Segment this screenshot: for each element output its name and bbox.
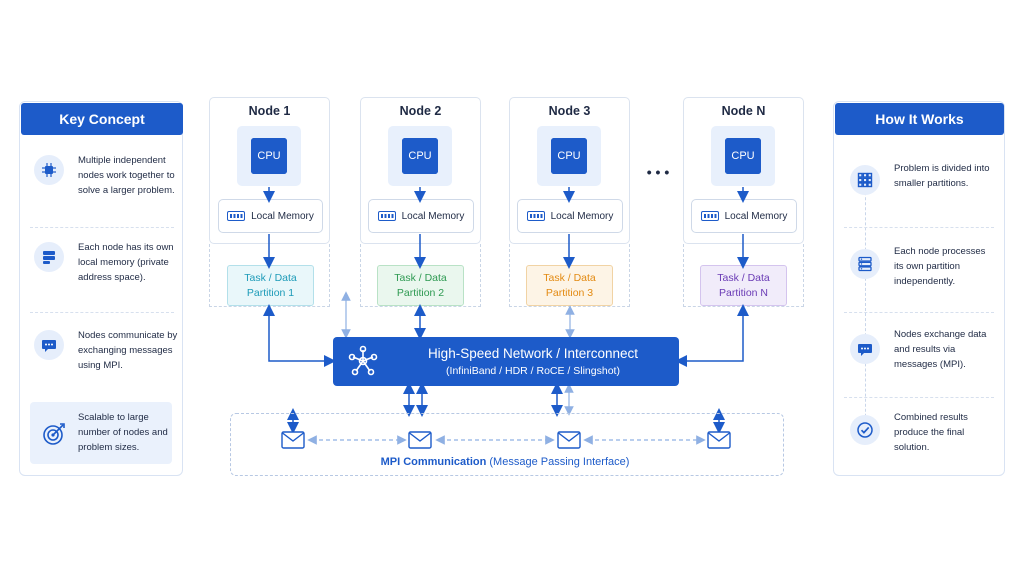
cpu-label: CPU	[408, 150, 432, 162]
cpu-chip-icon: CPU	[251, 138, 287, 174]
how-it-works-step-3: Nodes exchange data and results via mess…	[894, 329, 987, 370]
mpi-label-rest: (Message Passing Interface)	[486, 456, 630, 468]
node-n-local-memory: Local Memory	[691, 199, 797, 233]
divider	[30, 312, 174, 313]
cpu-label: CPU	[557, 150, 581, 162]
cpu-label: CPU	[731, 150, 755, 162]
key-concept-panel: Key Concept Multiple independent nodes w…	[19, 101, 183, 476]
node-3-partition: Task / Data Partition 3	[526, 265, 613, 306]
how-it-works-step-2: Each node processes its own partition in…	[894, 246, 986, 287]
node-1-title: Node 1	[248, 104, 291, 118]
mpi-communication-region	[230, 413, 784, 476]
partition-label: Task / Data Partition N	[717, 271, 770, 299]
chat-bubble-icon	[850, 334, 880, 364]
mpi-label: MPI Communication (Message Passing Inter…	[300, 456, 710, 468]
envelope-icon	[707, 431, 731, 454]
timeline-line	[865, 172, 866, 442]
network-subtitle: (InfiniBand / HDR / RoCE / Slingshot)	[446, 365, 620, 377]
cpu-chip-icon: CPU	[551, 138, 587, 174]
divider	[844, 397, 994, 398]
target-icon	[42, 422, 66, 446]
envelope-icon	[557, 431, 581, 454]
partition-label: Task / Data Partition 3	[543, 271, 596, 299]
partition-label: Task / Data Partition 2	[394, 271, 447, 299]
network-title: High-Speed Network / Interconnect	[427, 346, 639, 361]
node-n-title: Node N	[721, 104, 766, 118]
memory-label: Local Memory	[401, 210, 465, 222]
key-concept-item-1: Multiple independent nodes work together…	[78, 155, 175, 196]
node-2-title: Node 2	[399, 104, 442, 118]
mpi-label-bold: MPI Communication	[380, 456, 487, 468]
memory-icon	[227, 211, 246, 221]
memory-icon	[526, 211, 545, 221]
node-3-cpu: CPU	[537, 126, 601, 186]
node-2-local-memory: Local Memory	[368, 199, 474, 233]
how-it-works-title: How It Works	[835, 103, 1004, 135]
envelope-icon	[281, 431, 305, 454]
node-n-partition: Task / Data Partition N	[700, 265, 787, 306]
grid-partition-icon	[850, 165, 880, 195]
node-1-local-memory: Local Memory	[218, 199, 323, 233]
memory-label: Local Memory	[251, 210, 314, 222]
server-stack-icon	[850, 249, 880, 279]
key-concept-item-4: Scalable to large number of nodes and pr…	[78, 412, 168, 453]
divider	[844, 312, 994, 313]
memory-icon	[377, 211, 396, 221]
node-n-cpu: CPU	[711, 126, 775, 186]
memory-icon	[700, 211, 719, 221]
node-3-local-memory: Local Memory	[517, 199, 623, 233]
check-circle-icon	[850, 415, 880, 445]
divider	[844, 227, 994, 228]
key-concept-title: Key Concept	[21, 103, 183, 135]
node-3-title: Node 3	[548, 104, 591, 118]
how-it-works-panel: How It Works Problem is divided into sma…	[833, 101, 1005, 476]
how-it-works-step-1: Problem is divided into smaller partitio…	[894, 163, 990, 189]
cpu-chip-icon: CPU	[402, 138, 438, 174]
node-2-partition: Task / Data Partition 2	[377, 265, 464, 306]
high-speed-network: High-Speed Network / Interconnect (Infin…	[333, 337, 679, 386]
node-2-cpu: CPU	[388, 126, 452, 186]
cpu-chip-icon: CPU	[725, 138, 761, 174]
key-concept-item-2: Each node has its own local memory (priv…	[78, 242, 174, 283]
envelope-icon	[408, 431, 432, 454]
how-it-works-step-4: Combined results produce the final solut…	[894, 412, 968, 453]
chat-bubble-icon	[34, 330, 64, 360]
divider	[30, 227, 174, 228]
node-1-cpu: CPU	[237, 126, 301, 186]
key-concept-item-3: Nodes communicate by exchanging messages…	[78, 330, 178, 371]
memory-label: Local Memory	[550, 210, 614, 222]
scalable-highlight	[30, 402, 172, 464]
cpu-label: CPU	[257, 150, 281, 162]
cpu-chip-icon	[34, 155, 64, 185]
more-nodes-ellipsis: • • •	[646, 164, 670, 180]
memory-label: Local Memory	[724, 210, 788, 222]
network-nodes-icon	[347, 345, 379, 377]
memory-server-icon	[34, 242, 64, 272]
node-1-partition: Task / Data Partition 1	[227, 265, 314, 306]
partition-label: Task / Data Partition 1	[244, 271, 297, 299]
